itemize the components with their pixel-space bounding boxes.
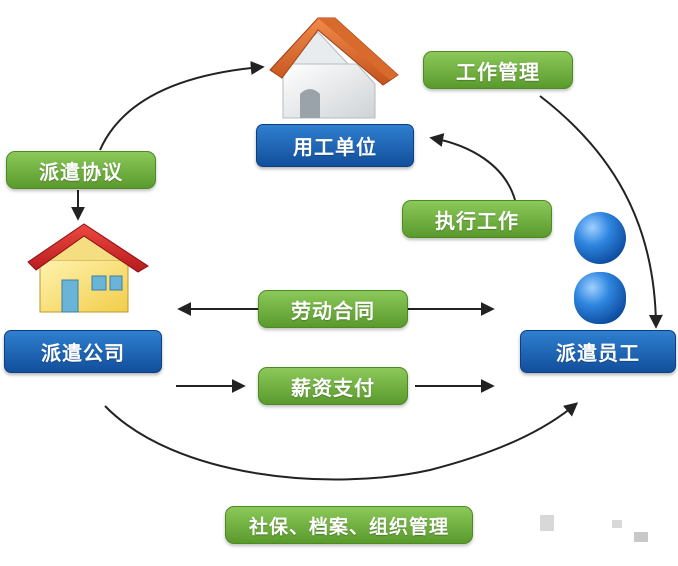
- arrow-agency-to-employer-upper: [99, 60, 265, 151]
- relation-salary-payment: 薪资支付: [258, 367, 408, 405]
- relation-social-services: 社保、档案、组织管理: [225, 506, 473, 544]
- corner-smudge: [612, 520, 622, 528]
- relation-perform-work: 执行工作: [402, 200, 552, 238]
- person-icon: [574, 212, 626, 324]
- house-yellow-red-roof-icon: [27, 223, 149, 313]
- relation-dispatch-agreement: 派遣协议: [6, 151, 156, 189]
- node-employee: 派遣员工: [520, 330, 676, 373]
- arrow-perform-work: [429, 133, 516, 201]
- node-agency: 派遣公司: [4, 330, 162, 373]
- node-employer: 用工单位: [256, 124, 414, 167]
- relation-work-management: 工作管理: [423, 51, 573, 89]
- house-white-orange-roof-icon: [269, 17, 399, 119]
- relation-labor-contract: 劳动合同: [258, 290, 408, 328]
- corner-smudge: [540, 515, 554, 531]
- corner-smudge: [634, 532, 648, 542]
- arrow-social-services: [104, 402, 579, 481]
- arrow-work-management: [539, 95, 663, 329]
